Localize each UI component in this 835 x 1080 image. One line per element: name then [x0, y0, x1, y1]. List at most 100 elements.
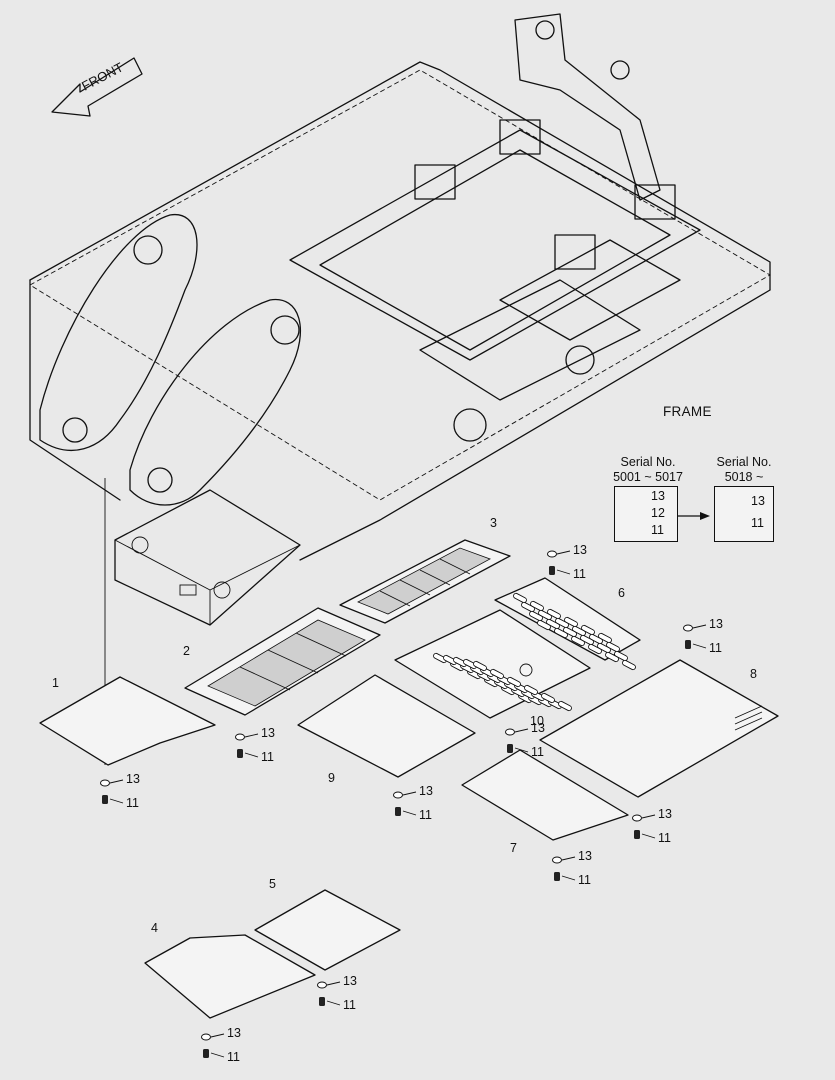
part-6-slotted-panel: [494, 577, 641, 671]
bolt-icon: [549, 566, 555, 575]
vent-slot: [598, 632, 612, 644]
callout-part-1: 1: [52, 676, 59, 690]
washer-icon: [393, 791, 403, 799]
callout-part-7: 7: [510, 841, 517, 855]
fastener-stack: [552, 856, 576, 881]
serial-new-title: Serial No.: [716, 455, 772, 469]
vent-slot: [588, 643, 602, 655]
bolt-icon: [203, 1049, 209, 1058]
vent-slot: [622, 659, 636, 671]
vent-slot: [507, 676, 521, 688]
fastener-bolt-label: 11: [227, 1050, 240, 1064]
fastener-washer-label: 13: [531, 721, 545, 735]
serial-new-part-13: 13: [751, 494, 765, 508]
vent-slot: [513, 592, 527, 604]
vent-slot: [558, 700, 572, 712]
serial-new-box: 13 11: [714, 486, 774, 542]
washer-icon: [683, 624, 693, 632]
part-2-grille-panel: [184, 607, 381, 716]
part-9-cover-panel: [297, 674, 476, 778]
part-5-cover-panel: [254, 889, 401, 971]
fastener-stack: [505, 728, 529, 753]
fastener-washer-label: 13: [709, 617, 723, 631]
washer-icon: [317, 981, 327, 989]
washer-icon: [201, 1033, 211, 1041]
serial-new-range: 5018 ~: [724, 470, 764, 484]
part-8-cover-panel: [539, 659, 779, 798]
vent-slot: [521, 601, 535, 613]
fastener-bolt-label: 11: [531, 745, 544, 759]
callout-part-6: 6: [618, 586, 625, 600]
vent-slot: [554, 627, 568, 639]
washer-icon: [547, 550, 557, 558]
fastener-bolt-label: 11: [709, 641, 722, 655]
bolt-icon: [102, 795, 108, 804]
serial-old-part-11: 11: [651, 523, 664, 537]
vent-slot: [572, 625, 586, 637]
fastener-bolt-label: 11: [658, 831, 671, 845]
bolt-icon: [634, 830, 640, 839]
fastener-bolt-label: 11: [126, 796, 139, 810]
fastener-bolt-label: 11: [578, 873, 591, 887]
serial-change-arrow: [676, 512, 710, 520]
callout-part-3: 3: [490, 516, 497, 530]
vent-slot: [538, 609, 552, 621]
vent-slot: [537, 619, 551, 631]
vent-slot: [541, 692, 555, 704]
washer-icon: [552, 856, 562, 864]
fastener-stack: [235, 733, 259, 758]
bolt-icon: [554, 872, 560, 881]
fastener-washer-label: 13: [343, 974, 357, 988]
callout-part-8: 8: [750, 667, 757, 681]
vent-slot: [564, 616, 578, 628]
fastener-bolt-label: 11: [573, 567, 586, 581]
washer-icon: [100, 779, 110, 787]
bolt-icon: [507, 744, 513, 753]
vent-slot: [490, 668, 504, 680]
fastener-bolt-label: 11: [419, 808, 432, 822]
fastener-stack: [201, 1033, 225, 1058]
vent-slot: [605, 651, 619, 663]
vent-slot: [571, 635, 585, 647]
part-1-cover-panel: [39, 676, 216, 766]
bolt-icon: [685, 640, 691, 649]
vent-slot: [563, 626, 577, 638]
vent-slot: [530, 600, 544, 612]
fastener-stack: [632, 814, 656, 839]
bolt-icon: [395, 807, 401, 816]
bolt-icon: [319, 997, 325, 1006]
fastener-washer-label: 13: [227, 1026, 241, 1040]
serial-new-part-11: 11: [751, 516, 764, 530]
fastener-stack: [100, 779, 124, 804]
serial-old-title: Serial No.: [620, 455, 676, 469]
callout-part-9: 9: [328, 771, 335, 785]
part-4-cover-panel: [144, 934, 316, 1019]
fastener-washer-label: 13: [578, 849, 592, 863]
washer-icon: [632, 814, 642, 822]
fastener-washer-label: 13: [658, 807, 672, 821]
fastener-stacks: [100, 550, 707, 1058]
vent-slot: [546, 618, 560, 630]
vent-slot: [581, 624, 595, 636]
fastener-bolt-label: 11: [343, 998, 356, 1012]
vent-slot: [580, 634, 594, 646]
washer-icon: [505, 728, 515, 736]
callout-part-2: 2: [183, 644, 190, 658]
callout-part-5: 5: [269, 877, 276, 891]
fastener-washer-label: 13: [261, 726, 275, 740]
vent-slot: [547, 608, 561, 620]
fastener-bolt-label: 11: [261, 750, 274, 764]
fastener-stack: [547, 550, 571, 575]
part-3-grille-panel: [339, 539, 511, 624]
vent-slot: [529, 610, 543, 622]
fastener-stack: [683, 624, 707, 649]
serial-old-part-13: 13: [651, 489, 665, 503]
bolt-icon: [237, 749, 243, 758]
fastener-stack: [317, 981, 341, 1006]
serial-old-box: 13 12 11: [614, 486, 678, 542]
fastener-washer-label: 13: [126, 772, 140, 786]
front-arrow: [51, 57, 143, 117]
vent-slot: [524, 684, 538, 696]
